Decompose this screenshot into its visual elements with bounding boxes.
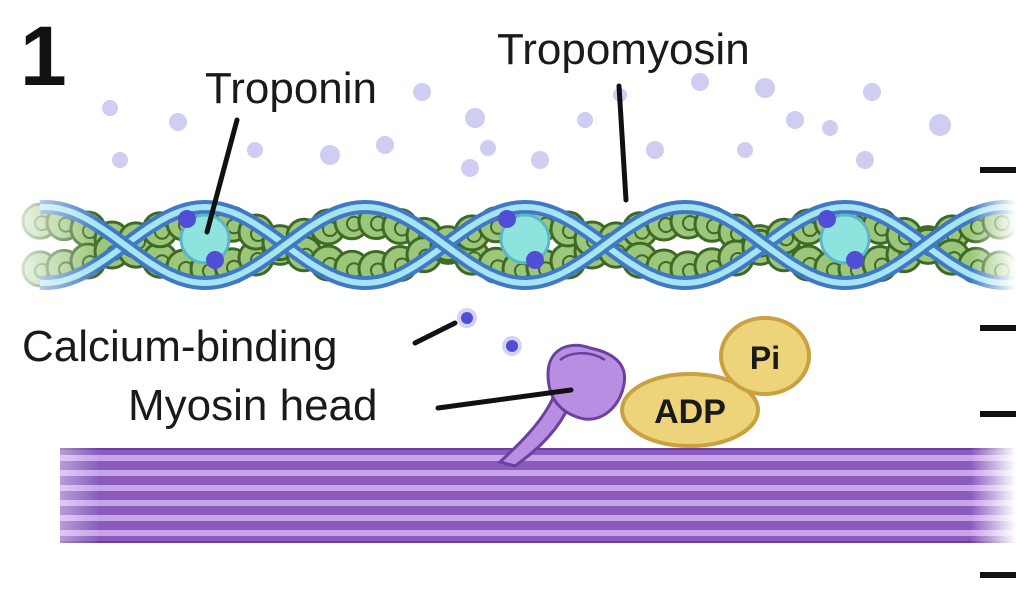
- pi-label: Pi: [750, 340, 780, 376]
- calcium-ions: [457, 308, 522, 356]
- troponin-complex: [818, 210, 871, 269]
- right-edge-ticks: [980, 167, 1016, 578]
- background-calcium-ions: [102, 73, 951, 177]
- right-fade: [970, 180, 1016, 560]
- myosin-head: [496, 343, 627, 468]
- myosin-head-label: Myosin head: [128, 381, 377, 430]
- tropomyosin-inner: [39, 203, 1016, 287]
- troponin-complex: [178, 210, 231, 269]
- left-fade: [0, 180, 100, 560]
- adp-molecule: ADP: [620, 372, 760, 448]
- tropomyosin-label: Tropomyosin: [497, 25, 750, 74]
- troponin-label: Troponin: [205, 64, 377, 113]
- step-number: 1: [20, 9, 67, 103]
- tropomyosin-inner: [39, 203, 1016, 287]
- troponin-complex: [498, 210, 551, 269]
- adp-label: ADP: [654, 393, 726, 431]
- tropomyosin-strand: [39, 199, 1016, 291]
- pi-molecule: Pi: [719, 316, 811, 396]
- calcium-binding-label: Calcium-binding: [22, 322, 337, 371]
- troponin-complexes: [178, 210, 871, 269]
- myosin-thick-filament: [60, 448, 1016, 543]
- leader-lines: [204, 83, 629, 411]
